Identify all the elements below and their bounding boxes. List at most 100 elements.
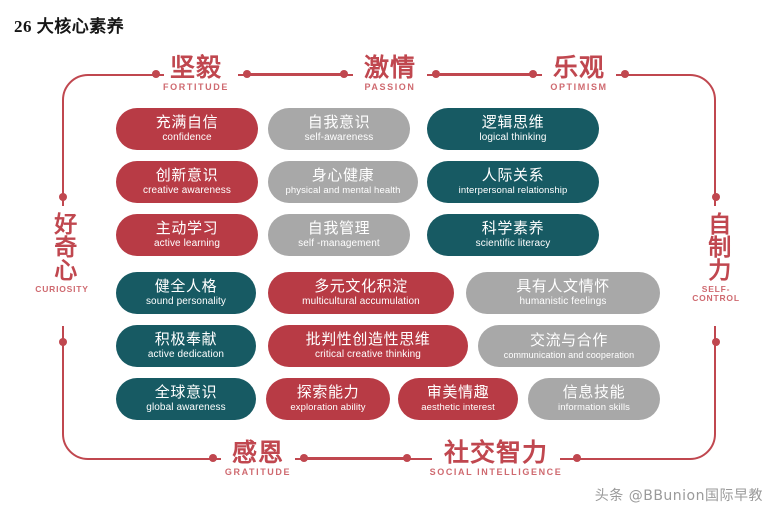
edge-label-optimism: 乐观 OPTIMISM bbox=[509, 55, 649, 92]
edge-label-curiosity: 好奇心 CURIOSITY bbox=[33, 212, 91, 294]
edge-label-passion-en: PASSION bbox=[364, 82, 416, 92]
edge-label-optimism-en: OPTIMISM bbox=[550, 82, 608, 92]
pill-label-cn: 自我意识 bbox=[307, 113, 371, 131]
competency-pill[interactable]: 人际关系 interpersonal relationship bbox=[427, 161, 599, 203]
connector-segment-bottom-1 bbox=[307, 457, 405, 459]
competency-pill[interactable]: 自我管理 self -management bbox=[268, 214, 410, 256]
edge-label-fortitude: 坚毅 FORTITUDE bbox=[126, 55, 266, 92]
competency-pill[interactable]: 探索能力 exploration ability bbox=[266, 378, 390, 420]
edge-label-curiosity-cn: 好奇心 bbox=[49, 212, 76, 281]
pill-label-cn: 交流与合作 bbox=[529, 330, 608, 349]
pill-label-en: interpersonal relationship bbox=[458, 185, 568, 197]
connector-dot-top-3 bbox=[340, 70, 348, 78]
pill-label-cn: 科学素养 bbox=[481, 219, 545, 237]
connector-segment-top-1 bbox=[250, 73, 342, 75]
pill-label-cn: 审美情趣 bbox=[426, 383, 490, 402]
competency-pill[interactable]: 创新意识 creative awareness bbox=[116, 161, 258, 203]
competency-pill[interactable]: 逻辑思维 logical thinking bbox=[427, 108, 599, 150]
watermark: 头条 @BBunion国际早教 bbox=[594, 488, 763, 504]
pill-label-cn: 批判性创造性思维 bbox=[305, 330, 431, 348]
frame-gap-bottom-gratitude bbox=[221, 452, 295, 466]
competency-pill[interactable]: 审美情趣 aesthetic interest bbox=[398, 378, 518, 420]
competency-pill[interactable]: 信息技能 information skills bbox=[528, 378, 660, 420]
edge-label-self-control-cn: 自制力 bbox=[703, 212, 730, 281]
edge-label-self-control-en: SELF-CONTROL bbox=[692, 284, 740, 303]
edge-label-fortitude-cn: 坚毅 bbox=[169, 53, 222, 82]
competency-pill[interactable]: 积极奉献 active dedication bbox=[116, 325, 256, 367]
connector-segment-top-2 bbox=[440, 73, 532, 75]
competency-pill[interactable]: 交流与合作 communication and cooperation bbox=[478, 325, 660, 367]
pill-label-en: self-awareness bbox=[304, 132, 374, 143]
edge-label-self-control: 自制力 SELF-CONTROL bbox=[687, 212, 745, 302]
connector-dot-bottom-1 bbox=[209, 454, 217, 462]
pill-label-cn: 充满自信 bbox=[155, 113, 219, 131]
connector-dot-top-2 bbox=[243, 70, 251, 78]
competency-pill[interactable]: 科学素养 scientific literacy bbox=[427, 214, 599, 256]
pill-label-en: scientific literacy bbox=[475, 238, 551, 249]
connector-dot-right-top bbox=[712, 193, 720, 201]
pill-label-en: sound personality bbox=[145, 296, 227, 307]
edge-label-fortitude-en: FORTITUDE bbox=[163, 82, 229, 92]
pill-label-en: logical thinking bbox=[479, 132, 547, 143]
competency-pill[interactable]: 健全人格 sound personality bbox=[116, 272, 256, 314]
pill-label-en: physical and mental health bbox=[285, 185, 401, 197]
edge-label-gratitude: 感恩 GRATITUDE bbox=[188, 440, 328, 477]
edge-label-curiosity-en: CURIOSITY bbox=[35, 284, 89, 294]
connector-dot-top-6 bbox=[621, 70, 629, 78]
competency-pill[interactable]: 全球意识 global awareness bbox=[116, 378, 256, 420]
frame-gap-top-fortitude bbox=[164, 68, 238, 82]
pill-label-en: aesthetic interest bbox=[421, 402, 495, 414]
pill-label-cn: 人际关系 bbox=[481, 166, 545, 185]
competency-pill[interactable]: 具有人文情怀 humanistic feelings bbox=[466, 272, 660, 314]
pill-label-cn: 主动学习 bbox=[155, 219, 219, 237]
pill-label-en: communication and cooperation bbox=[503, 349, 635, 360]
connector-dot-top-4 bbox=[432, 70, 440, 78]
pill-label-en: humanistic feelings bbox=[519, 296, 607, 307]
pill-label-cn: 创新意识 bbox=[155, 166, 219, 184]
pill-label-en: creative awareness bbox=[143, 185, 231, 196]
pill-label-en: critical creative thinking bbox=[315, 349, 421, 360]
pill-label-cn: 逻辑思维 bbox=[481, 113, 545, 131]
edge-label-passion: 激情 PASSION bbox=[320, 55, 460, 92]
edge-label-gratitude-en: GRATITUDE bbox=[224, 467, 292, 477]
pill-label-cn: 自我管理 bbox=[307, 219, 371, 237]
page-title: 26 大核心素养 bbox=[14, 17, 125, 36]
pill-label-cn: 信息技能 bbox=[562, 383, 626, 402]
edge-label-passion-cn: 激情 bbox=[363, 53, 416, 82]
pill-label-cn: 全球意识 bbox=[154, 383, 218, 401]
connector-dot-right-bottom bbox=[712, 338, 720, 346]
frame-gap-right-selfcontrol bbox=[709, 206, 723, 326]
competency-pill[interactable]: 批判性创造性思维 critical creative thinking bbox=[268, 325, 468, 367]
pill-label-cn: 积极奉献 bbox=[154, 330, 218, 348]
connector-dot-top-1 bbox=[152, 70, 160, 78]
frame-gap-top-passion bbox=[353, 68, 427, 82]
connector-dot-left-top bbox=[59, 193, 67, 201]
frame-gap-bottom-social bbox=[432, 452, 560, 466]
connector-dot-bottom-3 bbox=[403, 454, 411, 462]
competency-pill[interactable]: 主动学习 active learning bbox=[116, 214, 258, 256]
pill-label-cn: 探索能力 bbox=[296, 383, 360, 402]
pill-label-cn: 多元文化积淀 bbox=[314, 277, 408, 295]
edge-label-gratitude-cn: 感恩 bbox=[231, 438, 284, 467]
pill-label-en: confidence bbox=[162, 132, 212, 143]
connector-dot-top-5 bbox=[529, 70, 537, 78]
pill-label-en: self -management bbox=[298, 238, 380, 249]
edge-label-social-intelligence-en: SOCIAL INTELLIGENCE bbox=[429, 467, 563, 477]
edge-label-social-intelligence: 社交智力 SOCIAL INTELLIGENCE bbox=[426, 440, 566, 477]
competency-pill[interactable]: 身心健康 physical and mental health bbox=[268, 161, 418, 203]
competency-pill[interactable]: 充满自信 confidence bbox=[116, 108, 258, 150]
connector-dot-bottom-4 bbox=[573, 454, 581, 462]
frame-gap-left-curiosity bbox=[56, 206, 70, 326]
pill-label-cn: 身心健康 bbox=[311, 166, 375, 185]
pill-label-cn: 健全人格 bbox=[154, 277, 218, 295]
pill-label-en: information skills bbox=[557, 402, 630, 414]
edge-label-optimism-cn: 乐观 bbox=[552, 53, 605, 82]
pill-label-cn: 具有人文情怀 bbox=[516, 277, 610, 295]
pill-label-en: global awareness bbox=[146, 402, 226, 413]
pill-label-en: exploration ability bbox=[290, 402, 366, 414]
competency-pill[interactable]: 自我意识 self-awareness bbox=[268, 108, 410, 150]
edge-label-social-intelligence-cn: 社交智力 bbox=[443, 438, 548, 467]
competency-pill[interactable]: 多元文化积淀 multicultural accumulation bbox=[268, 272, 454, 314]
pill-label-en: active learning bbox=[154, 238, 220, 249]
